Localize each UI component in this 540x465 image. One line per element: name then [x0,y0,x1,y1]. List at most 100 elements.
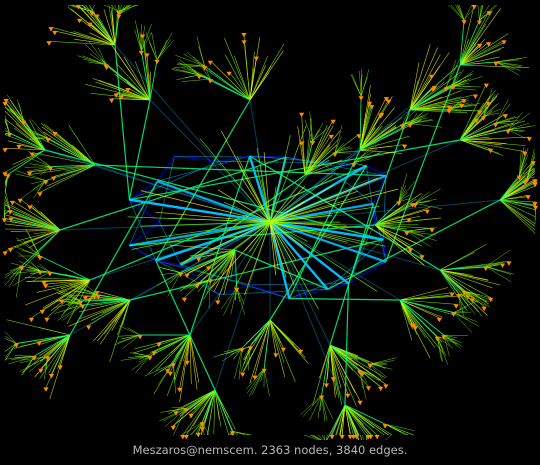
leaf-edge [335,404,346,436]
graph-node [483,83,489,88]
branch-edge [344,283,350,406]
graph-node [461,99,467,104]
leaf-edge [24,166,51,168]
leaf-edge [399,299,440,319]
leaf-edge [329,344,386,379]
graph-node [196,74,202,80]
leaf-edge [370,357,397,365]
leaf-edge [43,131,96,166]
leaf-edge [203,249,236,300]
branch-edge [499,199,536,207]
leaf-edge [304,125,334,176]
hub-spoke [179,221,271,264]
graph-node [48,27,54,32]
leaf-edge [173,389,216,427]
graph-node [154,59,160,65]
graph-node [51,176,57,181]
leaf-edge [183,53,205,67]
leaf-edge [344,404,354,436]
graph-node [399,124,405,129]
graph-node [113,93,119,98]
leaf-edge [459,139,507,144]
leaf-edge [59,139,96,166]
graph-node [351,163,357,168]
leaf-edge [103,9,116,46]
leaf-edge [177,63,205,67]
leaf-edge [359,70,362,97]
leaf-edge [507,112,531,130]
graph-node [501,40,507,45]
hub-spoke [269,184,335,223]
leaf-edge [191,422,203,436]
hub-edge [129,221,271,301]
leaf-edge [92,78,151,101]
graph-node [144,53,150,58]
leaf-edge [453,312,469,321]
hub-edge [269,221,331,346]
leaf-edge [36,279,91,293]
leaf-edge [99,299,131,345]
leaf-edge [458,293,464,316]
ring-edge [372,203,387,262]
leaf-edge [220,249,236,274]
leaf-edge [321,395,326,422]
branch-edge [201,389,216,423]
leaf-edge [7,140,46,151]
graph-node [184,360,190,366]
leaf-edge [174,334,191,382]
graph-node [43,180,49,185]
leaf-edge [118,334,141,337]
leaf-edge [459,8,501,66]
leaf-edge [269,319,277,354]
leaf-edge [439,269,488,281]
leaf-edge [443,335,450,357]
graph-node [449,292,455,297]
graph-node [45,138,51,143]
leaf-edge [436,336,442,361]
leaf-edge [374,207,431,226]
graph-node [59,299,65,305]
graph-node [453,304,459,309]
graph-node [239,348,245,353]
hub-spoke [228,221,271,232]
graph-node [2,251,8,256]
leaf-edge [385,434,392,440]
leaf-edge [409,44,431,111]
leaf-edge [507,111,523,130]
leaf-edge [252,368,265,395]
graph-node [526,137,532,142]
hub-spoke [131,221,271,250]
leaf-edge [55,292,81,302]
leaf-edge [374,224,433,229]
leaf-edge [4,115,10,134]
leaf-edge [4,147,46,151]
branch-edge [399,299,445,336]
ring-edge [129,160,220,201]
leaf-edge [15,237,41,257]
ring-edge [180,264,290,299]
leaf-edge [485,249,511,267]
graph-node [199,427,205,432]
leaf-edge [479,4,490,21]
leaf-edge [459,40,505,66]
branch-edge [374,224,407,232]
branch-edge [33,334,71,357]
graph-node [165,369,171,374]
hub-spoke [155,211,271,223]
leaf-edge [238,348,243,380]
leaf-edge [399,292,453,301]
leaf-edge [499,199,536,234]
hub-spoke [269,125,307,223]
leaf-edge [495,61,523,66]
graph-node [493,61,499,67]
leaf-edge [519,168,535,176]
branch-edge [459,122,496,141]
graph-node [447,106,453,111]
graph-node [328,134,334,140]
graph-node [94,291,100,296]
hub-spoke [210,221,271,289]
branch-edge [128,99,151,200]
hub-spoke [140,190,271,223]
leaf-edge [29,163,51,167]
graph-node [207,60,213,66]
